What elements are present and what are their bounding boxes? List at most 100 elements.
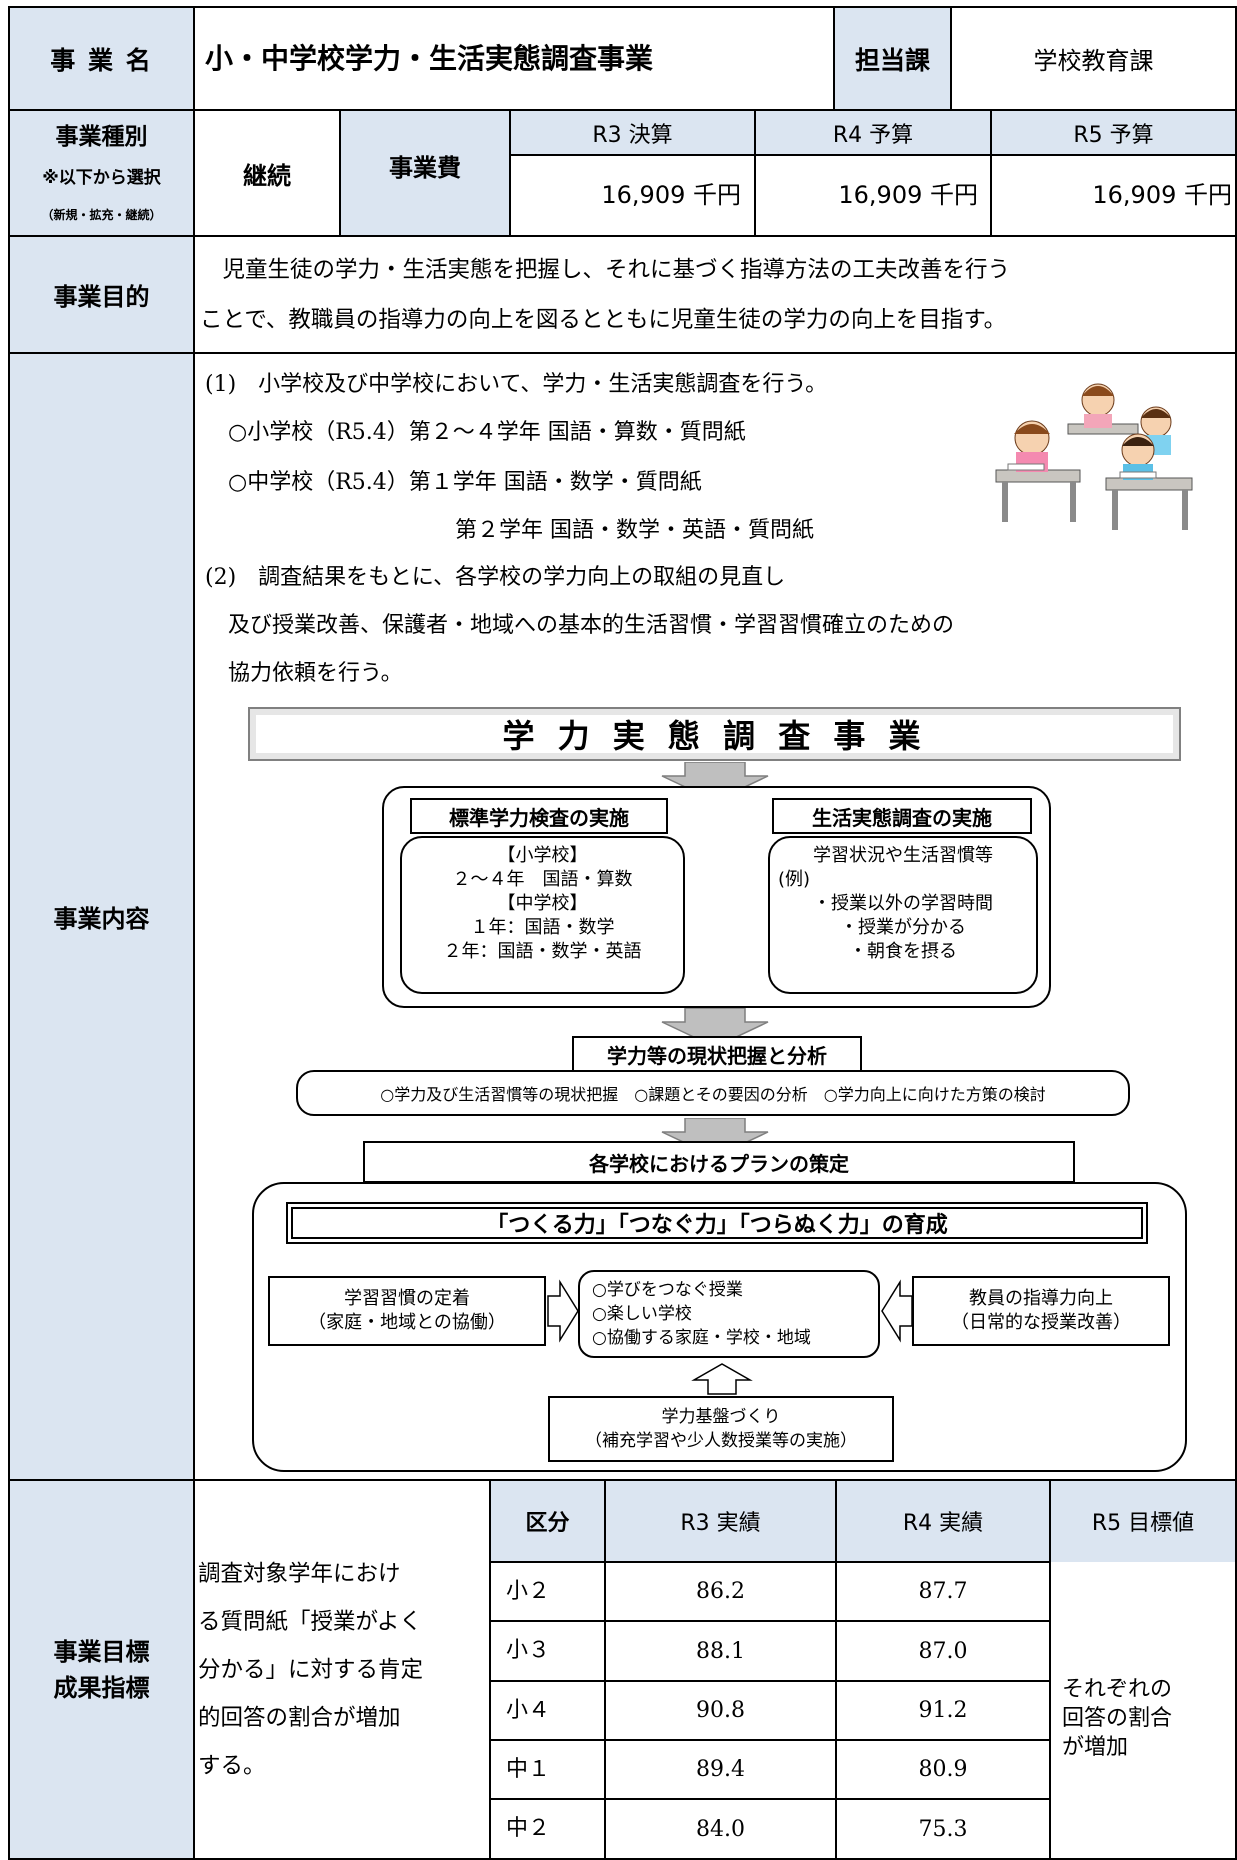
grid-line xyxy=(490,1620,1050,1622)
lifestyle-survey-box: 学習状況や生活習慣等 (例) ・授業以外の学習時間 ・授業が分かる ・朝食を摂る xyxy=(768,836,1038,994)
label-bg-purpose xyxy=(8,236,194,353)
row-r4-value: 75.3 xyxy=(918,1816,968,1842)
col-header-category: 区分 xyxy=(525,1511,570,1536)
analysis-title: 学力等の現状把握と分析 xyxy=(572,1036,862,1072)
academic-test-line: １年：国語・数学 xyxy=(470,917,615,938)
grid-line xyxy=(510,154,1237,156)
amount-r4: 16,909 千円 xyxy=(838,181,978,209)
row-grade: 小２ xyxy=(506,1579,551,1604)
grid-line xyxy=(1235,6,1237,1860)
academic-foundation-line: （補充学習や少人数授業等の実施） xyxy=(585,1431,857,1451)
col-header-r5: R5 目標値 xyxy=(1091,1511,1195,1536)
study-habits-line: （家庭・地域との協働） xyxy=(308,1312,506,1333)
year-r5: R5 予算 xyxy=(1073,123,1154,148)
lifestyle-survey-line: ・授業以外の学習時間 xyxy=(813,893,993,914)
purpose-label: 事業目的 xyxy=(53,283,150,311)
goals-label-line: 事業目標 xyxy=(53,1637,150,1666)
grid-line xyxy=(1049,1480,1051,1860)
analysis-box: ○学力及び生活習慣等の現状把握 ○課題とその要因の分析 ○学力向上に向けた方策の… xyxy=(296,1070,1130,1116)
row-grade: 小４ xyxy=(506,1698,551,1723)
project-name: 小・中学校学力・生活実態調査事業 xyxy=(205,42,654,75)
lifestyle-survey-line: ・授業が分かる xyxy=(840,917,966,938)
label-bg-goal-headers xyxy=(490,1480,1237,1562)
row-r4-value: 87.7 xyxy=(918,1579,968,1604)
purpose-line-1: 児童生徒の学力・生活実態を把握し、それに基づく指導方法の工夫改善を行う xyxy=(200,257,1011,283)
grid-line xyxy=(835,1480,837,1860)
row-r3-value: 90.8 xyxy=(696,1698,745,1723)
goals-label: 事業目標 成果指標 xyxy=(10,1481,193,1858)
label-bg-years xyxy=(510,110,1237,155)
school-goal-item: ○楽しい学校 xyxy=(592,1304,692,1324)
amount-r5: 16,909 千円 xyxy=(1092,181,1232,209)
academic-test-line: 【中学校】 xyxy=(497,893,588,914)
row-r3-value: 89.4 xyxy=(696,1757,745,1782)
grid-line xyxy=(8,109,1237,111)
grid-line xyxy=(193,6,195,1860)
goal-description: 調査対象学年におけ る質問紙「授業がよく 分かる」に対する肯定 的回答の割合が増… xyxy=(198,1550,488,1790)
row-grade: 小３ xyxy=(506,1638,551,1663)
goal-description-line: する。 xyxy=(198,1753,266,1779)
lifestyle-survey-line: 学習状況や生活習慣等 xyxy=(813,845,993,866)
r5-target-line: が増加 xyxy=(1062,1735,1129,1760)
grid-line xyxy=(490,1739,1050,1741)
col-header-r4: R4 実績 xyxy=(902,1511,984,1536)
content-line-3: ○中学校（R5.4）第１学年 国語・数学・質問紙 xyxy=(228,470,702,495)
grid-line xyxy=(604,1480,606,1860)
purpose-line-2: ことで、教職員の指導力の向上を図るとともに児童生徒の学力の向上を目指す。 xyxy=(200,307,1007,333)
amount-r3: 16,909 千円 xyxy=(601,181,741,209)
goals-label-line: 成果指標 xyxy=(53,1673,150,1702)
academic-foundation-line: 学力基盤づくり xyxy=(661,1407,781,1427)
content-line-4: 第２学年 国語・数学・英語・質問紙 xyxy=(455,518,814,543)
lifestyle-survey-title: 生活実態調査の実施 xyxy=(772,798,1032,834)
grid-line xyxy=(990,110,992,236)
content-label: 事業内容 xyxy=(53,905,150,933)
col-header-r3: R3 実績 xyxy=(680,1511,761,1536)
label-bg-goals xyxy=(8,1480,194,1860)
up-arrow-icon xyxy=(691,1363,753,1395)
grid-line xyxy=(509,110,511,236)
row-r4-value: 80.9 xyxy=(918,1757,968,1782)
teacher-skill-line: （日常的な授業改善） xyxy=(951,1312,1131,1333)
study-habits-box: 学習習慣の定着 （家庭・地域との協働） xyxy=(268,1276,546,1346)
r5-target: それぞれの 回答の割合 が増加 xyxy=(1062,1675,1232,1762)
academic-test-line: ２～４年 国語・算数 xyxy=(452,869,633,890)
grid-line xyxy=(339,110,341,236)
left-arrow-icon xyxy=(881,1279,913,1343)
r5-target-line: それぞれの xyxy=(1062,1677,1173,1702)
year-r3: R3 決算 xyxy=(592,123,673,148)
academic-foundation-box: 学力基盤づくり （補充学習や少人数授業等の実施） xyxy=(548,1396,894,1462)
department-label: 担当課 xyxy=(854,45,930,75)
goal-description-line: 分かる」に対する肯定 xyxy=(198,1657,424,1683)
label-bg-dept xyxy=(834,6,951,110)
row-grade: 中１ xyxy=(506,1757,551,1782)
content-line-7: 協力依頼を行う。 xyxy=(228,661,403,686)
label-bg-cost xyxy=(340,110,510,236)
department: 学校教育課 xyxy=(1033,47,1154,75)
goal-description-line: る質問紙「授業がよく xyxy=(198,1609,422,1635)
students-studying-illustration xyxy=(995,383,1193,530)
grid-line xyxy=(8,1858,1237,1860)
grid-line xyxy=(8,6,1237,8)
growth-title: 「つくる力」「つなぐ力」「つらぬく力」の育成 xyxy=(286,1202,1148,1244)
project-type-options: （新規・拡充・継続） xyxy=(41,207,162,222)
academic-test-line: ２年：国語・数学・英語 xyxy=(443,941,642,962)
cost-label: 事業費 xyxy=(389,154,461,182)
grid-line xyxy=(950,6,952,110)
down-arrow-icon xyxy=(661,1008,769,1048)
row-grade: 中２ xyxy=(506,1816,551,1841)
academic-test-box: 【小学校】 ２～４年 国語・算数 【中学校】 １年：国語・数学 ２年：国語・数学… xyxy=(400,836,685,994)
row-r3-value: 86.2 xyxy=(696,1579,745,1604)
row-r3-value: 84.0 xyxy=(696,1816,745,1842)
grid-line xyxy=(833,6,835,110)
year-r4: R4 予算 xyxy=(832,123,914,148)
r5-target-line: 回答の割合 xyxy=(1062,1706,1173,1731)
study-habits-line: 学習習慣の定着 xyxy=(344,1288,470,1309)
project-type-value: 継続 xyxy=(243,162,291,190)
label-bg-content xyxy=(8,353,194,1480)
lifestyle-survey-line: ・朝食を摂る xyxy=(849,941,957,962)
grid-line xyxy=(8,235,1237,237)
grid-line xyxy=(8,352,1237,354)
grid-line xyxy=(490,1561,1050,1563)
row-r4-value: 91.2 xyxy=(918,1698,968,1723)
grid-line xyxy=(490,1798,1050,1800)
